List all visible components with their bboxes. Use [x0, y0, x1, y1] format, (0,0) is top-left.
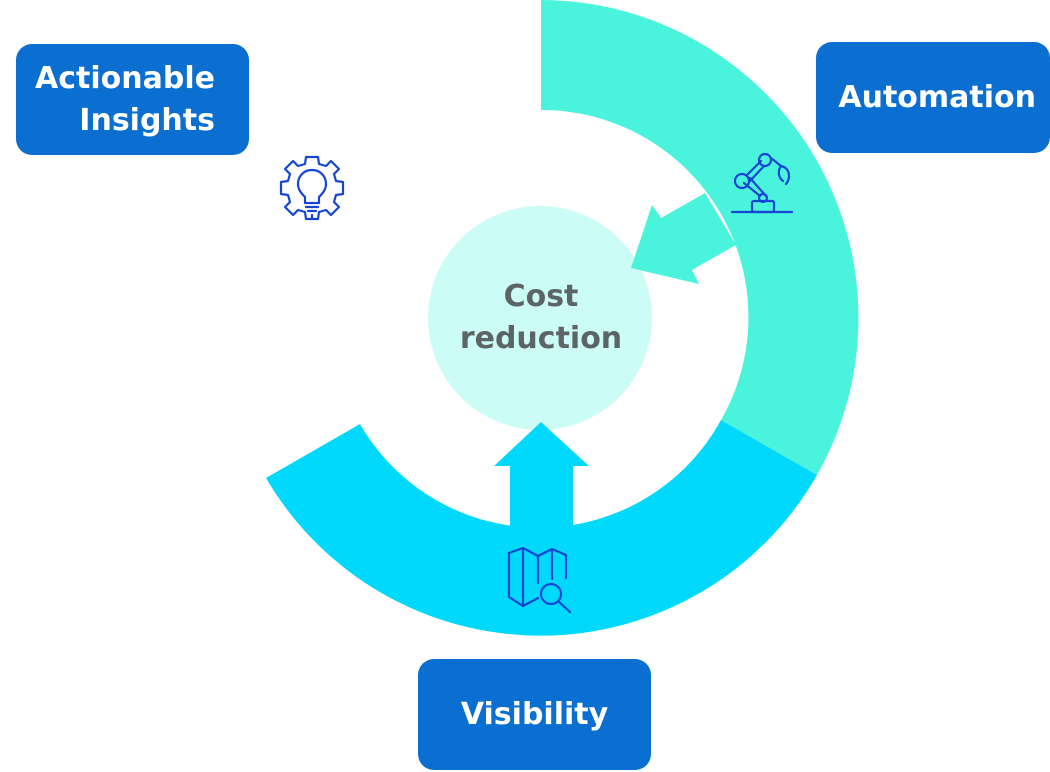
center-circle: [428, 206, 652, 430]
center-line1: Cost: [503, 279, 579, 314]
actionable-insights-box: Actionable Insights: [16, 44, 249, 155]
robotic-arm-icon: [730, 152, 794, 214]
center-line2: reduction: [459, 321, 623, 356]
visibility-label: Visibility: [460, 696, 609, 732]
lightbulb-gear-icon: [279, 155, 345, 221]
visibility-box: Visibility: [418, 659, 651, 770]
actionable-insights-label: Actionable Insights: [35, 58, 215, 142]
insights-line1: Actionable: [35, 60, 215, 96]
map-search-icon: [507, 546, 572, 614]
automation-label: Automation: [838, 79, 1036, 115]
cost-reduction-label: Cost reduction: [430, 276, 652, 360]
visibility-arrow: [494, 422, 589, 530]
automation-ring-segment: [541, 0, 859, 475]
insights-line2: Insights: [79, 102, 215, 138]
automation-arrow: [631, 193, 736, 284]
automation-box: Automation: [816, 42, 1050, 153]
